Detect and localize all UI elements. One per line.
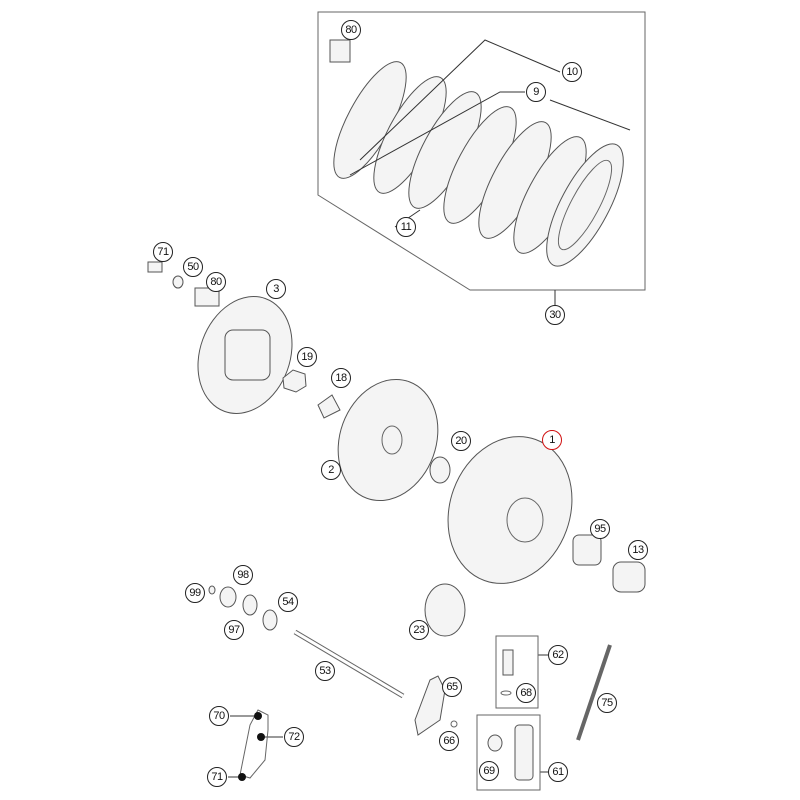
clutch-basket [447,436,573,584]
lock-washer [317,394,341,419]
callout-70[interactable]: 70 [209,706,229,726]
syringe [576,644,612,741]
callout-13[interactable]: 13 [628,540,648,560]
callout-18[interactable]: 18 [331,368,351,388]
bleeder-kit-frame [495,635,539,709]
callout-23[interactable]: 23 [409,620,429,640]
gear [424,583,466,637]
callout-19[interactable]: 19 [297,347,317,367]
callout-68[interactable]: 68 [516,683,536,703]
callout-20[interactable]: 20 [451,431,471,451]
callout-66[interactable]: 66 [439,731,459,751]
callout-2[interactable]: 2 [321,460,341,480]
callout-54[interactable]: 54 [278,592,298,612]
callout-62[interactable]: 62 [548,645,568,665]
callout-10[interactable]: 10 [562,62,582,82]
callout-3[interactable]: 3 [266,279,286,299]
callout-11[interactable]: 11 [396,217,416,237]
clutch-cover-gasket [239,709,269,779]
callout-80[interactable]: 80 [341,20,361,40]
callout-50[interactable]: 50 [183,257,203,277]
callout-69[interactable]: 69 [479,761,499,781]
clutch-plates [333,61,624,267]
callout-61[interactable]: 61 [548,762,568,782]
callout-9[interactable]: 9 [526,82,546,102]
callout-30[interactable]: 30 [545,305,565,325]
callout-99[interactable]: 99 [185,583,205,603]
plate-kit-frame [317,11,646,291]
gasket [414,675,446,736]
callout-80[interactable]: 80 [206,272,226,292]
callout-97[interactable]: 97 [224,620,244,640]
callout-95[interactable]: 95 [590,519,610,539]
callout-98[interactable]: 98 [233,565,253,585]
slave-cylinder-frame [476,714,541,791]
inner-hub [337,378,439,502]
callout-53[interactable]: 53 [315,661,335,681]
nut [282,369,307,393]
callout-72[interactable]: 72 [284,727,304,747]
callout-65[interactable]: 65 [442,677,462,697]
callout-1[interactable]: 1 [542,430,562,450]
callout-71[interactable]: 71 [207,767,227,787]
callout-71[interactable]: 71 [153,242,173,262]
callout-75[interactable]: 75 [597,693,617,713]
spring-top [329,39,351,63]
